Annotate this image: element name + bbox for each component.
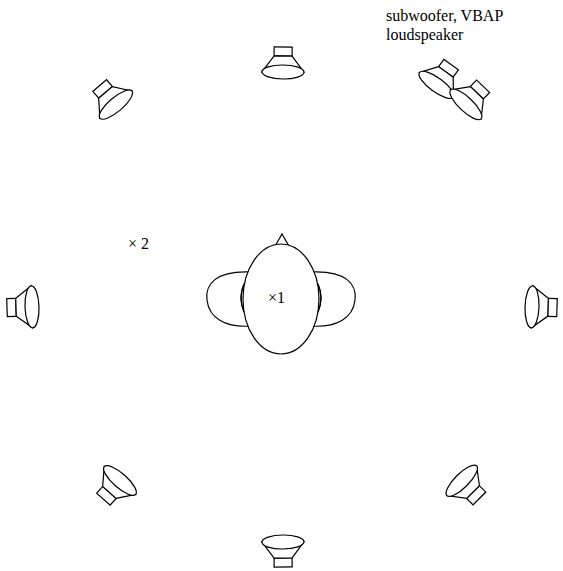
speaker-label: subwoofer, VBAP loudspeaker [386, 6, 526, 44]
cone-rim [95, 86, 136, 124]
ear-detail [318, 284, 321, 312]
magnet [274, 47, 292, 56]
cone-rim [24, 286, 39, 328]
magnet [548, 298, 558, 316]
position-marker: ×1 [268, 288, 285, 307]
cone-rim [442, 461, 482, 501]
loudspeaker-symbol [88, 461, 141, 513]
loudspeaker-symbol [6, 286, 39, 329]
listener-head [207, 234, 355, 354]
cone-rim [262, 535, 304, 549]
loudspeaker-symbol [84, 72, 137, 124]
loudspeaker-symbol [442, 461, 494, 513]
ear-detail [241, 284, 244, 312]
loudspeakers [6, 47, 557, 567]
cone-rim [100, 461, 141, 499]
cone-rim [446, 85, 486, 124]
cone-rim [524, 286, 539, 328]
magnet [7, 298, 17, 316]
loudspeaker-symbol [524, 286, 557, 329]
loudspeaker-symbol [446, 72, 498, 124]
cone-rim [262, 65, 304, 79]
magnet [274, 558, 292, 567]
loudspeaker-symbol [262, 535, 304, 567]
position-marker: × 2 [128, 234, 149, 253]
loudspeaker-symbol [262, 47, 304, 79]
head-outline [243, 244, 319, 354]
